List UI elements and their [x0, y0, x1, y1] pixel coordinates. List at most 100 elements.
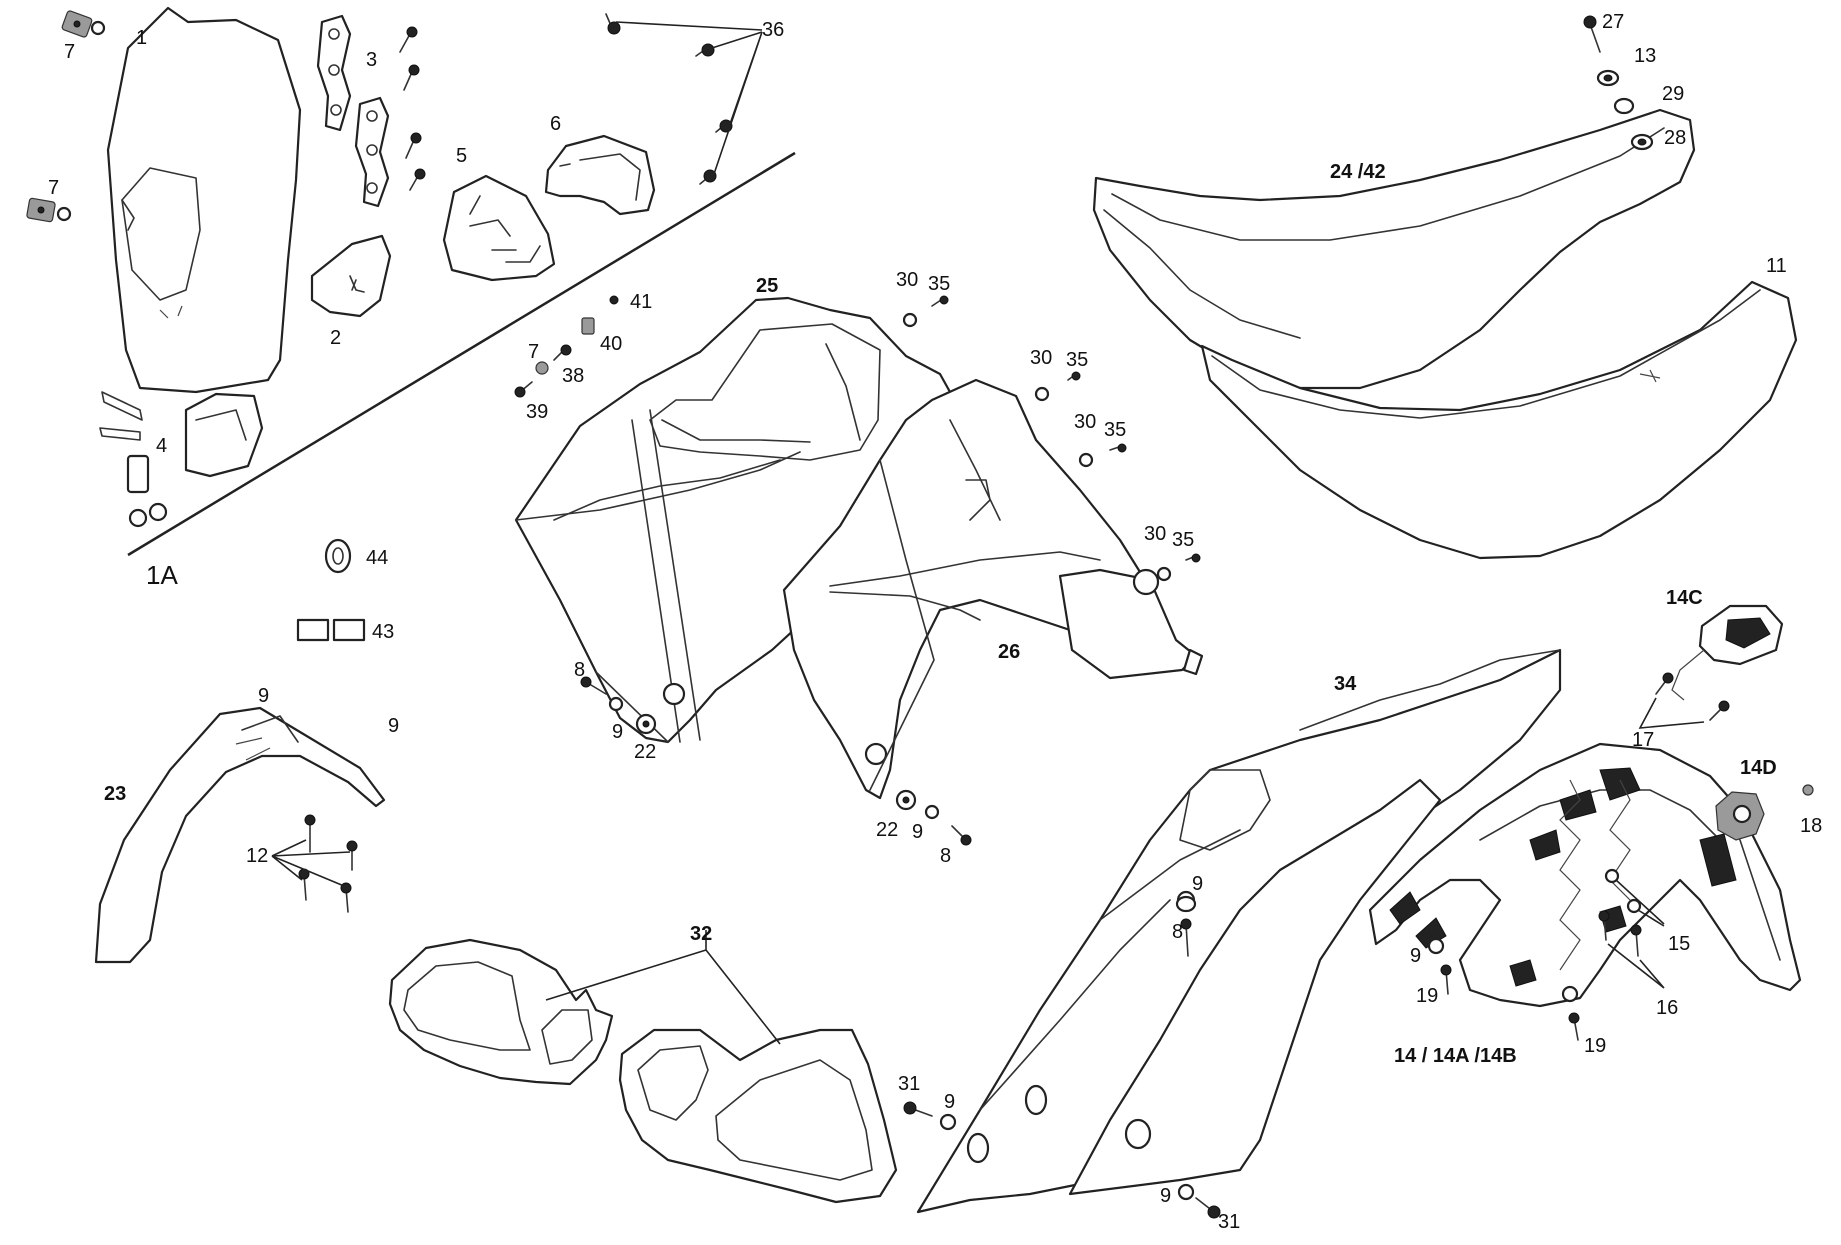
- screw-part-38[interactable]: [553, 344, 572, 361]
- seat-foam-part-11[interactable]: [1200, 280, 1798, 560]
- bolt-part-27[interactable]: [1583, 15, 1601, 53]
- label-7-b: 7: [48, 177, 59, 199]
- label-9-f: 9: [944, 1091, 955, 1113]
- screw-part-39[interactable]: [514, 381, 533, 398]
- washer-part-9-shroud-a[interactable]: [608, 696, 624, 712]
- bracket-part-3[interactable]: [316, 14, 390, 208]
- label-43: 43: [372, 621, 394, 643]
- label-2: 2: [330, 327, 341, 349]
- bolt-part-8-a[interactable]: [580, 676, 607, 695]
- washer-part-30-b[interactable]: [1034, 386, 1050, 402]
- label-39: 39: [526, 401, 548, 423]
- headlight-mount-part-2[interactable]: [310, 234, 392, 318]
- label-5: 5: [456, 145, 467, 167]
- label-1: 1: [136, 27, 147, 49]
- washer-part-30-d[interactable]: [1156, 566, 1172, 582]
- clip-part-7-top[interactable]: [61, 10, 106, 38]
- washer-part-29[interactable]: [1613, 97, 1635, 115]
- label-18: 18: [1800, 815, 1822, 837]
- label-8-b: 8: [940, 845, 951, 867]
- clip-part-7-mid[interactable]: [535, 361, 549, 375]
- washer-part-13[interactable]: [1596, 69, 1620, 87]
- label-7-c: 7: [528, 341, 539, 363]
- label-30-a: 30: [896, 269, 918, 291]
- label-41: 41: [630, 291, 652, 313]
- label-26: 26: [998, 641, 1020, 663]
- washer-part-9-panel-b[interactable]: [939, 1113, 957, 1131]
- washer-part-9-panel[interactable]: [1175, 895, 1197, 913]
- bracket-part-6[interactable]: [544, 134, 656, 216]
- tail-light-part-14c[interactable]: [1671, 604, 1784, 701]
- label-9-g: 9: [1160, 1185, 1171, 1207]
- bolt-part-31-b[interactable]: [1195, 1197, 1221, 1219]
- label-22-b: 22: [876, 819, 898, 841]
- bolt-part-8-b[interactable]: [951, 825, 972, 846]
- label-16: 16: [1656, 997, 1678, 1019]
- label-34: 34: [1334, 673, 1357, 695]
- label-9-d: 9: [912, 821, 923, 843]
- rear-fender-part-14[interactable]: [1368, 742, 1802, 1008]
- bolt-set-part-36[interactable]: [605, 13, 763, 185]
- bolt-part-31-a[interactable]: [903, 1101, 933, 1117]
- washer-part-9-shroud-b[interactable]: [924, 804, 940, 820]
- screw-part-35-c[interactable]: [1109, 443, 1127, 453]
- label-9-h: 9: [1410, 945, 1421, 967]
- screw-part-35-d[interactable]: [1185, 553, 1201, 563]
- fender-bolts-part-12[interactable]: [271, 814, 358, 913]
- screws-part-17[interactable]: [1638, 672, 1730, 729]
- decal-part-43[interactable]: [296, 618, 366, 642]
- label-4: 4: [156, 435, 167, 457]
- front-fender-part-23[interactable]: [94, 706, 386, 964]
- hand-guard-part-32[interactable]: [388, 930, 898, 1204]
- screw-part-35-a[interactable]: [931, 295, 949, 307]
- washer-part-30-c[interactable]: [1078, 452, 1094, 468]
- label-30-b: 30: [1030, 347, 1052, 369]
- seat-part-24[interactable]: [1092, 108, 1696, 390]
- label-31-b: 31: [1218, 1211, 1240, 1233]
- clip-part-7-left[interactable]: [26, 197, 72, 223]
- label-25: 25: [756, 275, 778, 297]
- bulb-part-18[interactable]: [1802, 784, 1814, 796]
- washer-part-9-panel-c[interactable]: [1177, 1183, 1195, 1201]
- label-3: 3: [366, 49, 377, 71]
- nut-part-41[interactable]: [609, 295, 619, 305]
- label-9-c: 9: [612, 721, 623, 743]
- washer-part-22-b[interactable]: [895, 789, 917, 811]
- label-19-b: 19: [1584, 1035, 1606, 1057]
- light-part-14d[interactable]: [1715, 791, 1765, 841]
- mount-plate-part-5[interactable]: [442, 174, 556, 282]
- radiator-shroud-part-25[interactable]: [514, 296, 962, 744]
- label-35-a: 35: [928, 273, 950, 295]
- label-19-a: 19: [1416, 985, 1438, 1007]
- label-29: 29: [1662, 83, 1684, 105]
- bolt-part-8-c[interactable]: [1180, 918, 1192, 957]
- side-panel-part-34[interactable]: [916, 648, 1562, 1214]
- housing-part-4[interactable]: [99, 391, 264, 528]
- label-14: 14 / 14A /14B: [1394, 1045, 1517, 1067]
- bracket-bolts-part-3[interactable]: [399, 26, 426, 191]
- number-plate-part[interactable]: [106, 6, 302, 394]
- label-17: 17: [1632, 729, 1654, 751]
- label-8-a: 8: [574, 659, 585, 681]
- washer-part-30-a[interactable]: [902, 312, 918, 328]
- screw-part-35-b[interactable]: [1067, 371, 1081, 381]
- label-13: 13: [1634, 45, 1656, 67]
- washer-part-28[interactable]: [1630, 133, 1654, 151]
- rear-fender-hardware[interactable]: [1427, 868, 1665, 1041]
- label-14c: 14C: [1666, 587, 1703, 609]
- label-6: 6: [550, 113, 561, 135]
- label-1a: 1A: [146, 560, 178, 590]
- label-38: 38: [562, 365, 584, 387]
- label-12: 12: [246, 845, 268, 867]
- label-15: 15: [1668, 933, 1690, 955]
- label-9-b: 9: [388, 715, 399, 737]
- label-27: 27: [1602, 11, 1624, 33]
- washer-part-22-a[interactable]: [635, 713, 657, 735]
- washer-part-44[interactable]: [324, 538, 352, 574]
- clip-part-40[interactable]: [581, 317, 595, 335]
- radiator-shroud-part-26[interactable]: [782, 378, 1204, 800]
- label-44: 44: [366, 547, 388, 569]
- label-40: 40: [600, 333, 622, 355]
- label-22-a: 22: [634, 741, 656, 763]
